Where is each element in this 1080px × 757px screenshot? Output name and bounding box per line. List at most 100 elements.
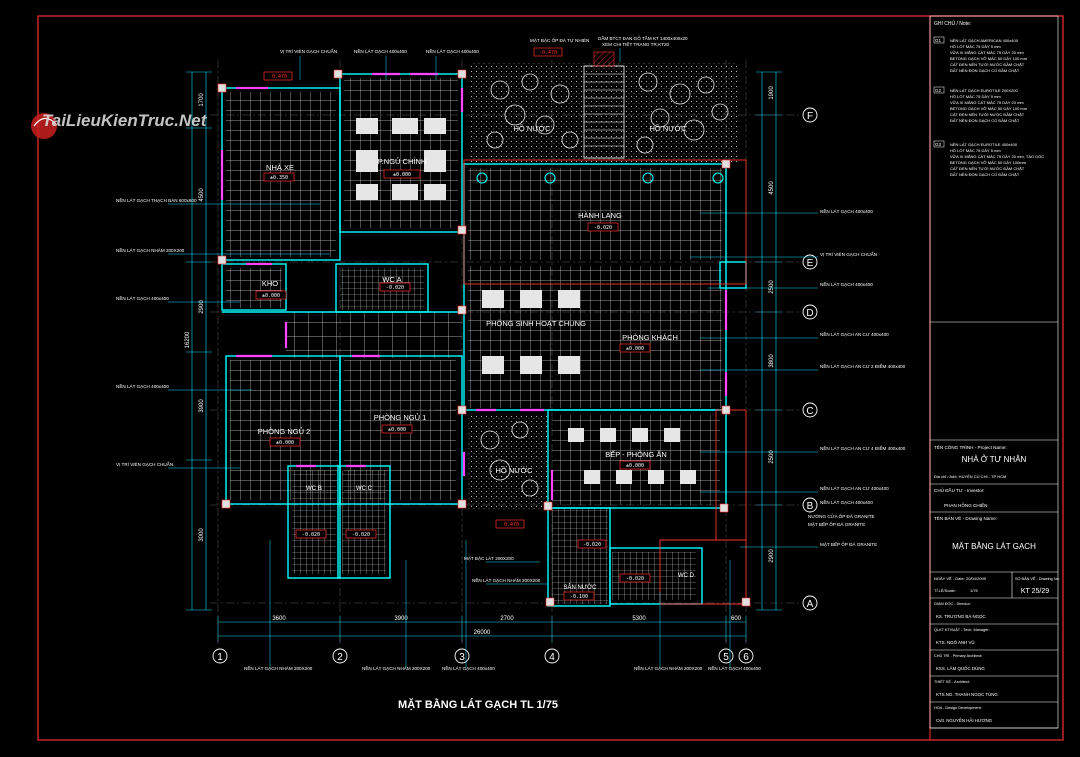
room-hanh-lang [468,168,722,260]
label-san-nuoc: SÂN NƯỚC [564,584,598,591]
level-ngu-1: ±0.000 [388,427,406,433]
dim-left-5: 3000 [199,528,205,542]
dim-right-3: 2500 [769,280,775,294]
dim-right-5: 2500 [769,450,775,464]
note-top-3: NỀN LÁT GẠCH 400x400 [426,48,479,54]
svg-text:NỀN LÁT GẠCH EUROTILE 400x400: NỀN LÁT GẠCH EUROTILE 400x400 [950,142,1018,147]
axis-label-6: 6 [743,652,749,663]
svg-text:ĐẤT NỀN ĐỌN GẠCH CỐ ĐẦM CHẶT: ĐẤT NỀN ĐỌN GẠCH CỐ ĐẦM CHẶT [950,118,1020,123]
level-outside-top2: -0.470 [539,50,557,56]
sheet-number: KT 25/29 [1021,588,1049,595]
label-kho: KHO [262,279,278,288]
note-bottom-3: NỀN LÁT GẠCH 400x400 [442,665,495,671]
dim-bottom-4: 5300 [632,616,646,622]
doors [220,72,728,500]
dim-left-total: 16200 [185,331,191,348]
dim-right-6: 2900 [769,549,775,563]
dims-right [756,71,782,611]
level-outside-top: -0.470 [269,74,287,80]
note-left-4: NỀN LÁT GẠCH 400x400 [116,383,169,389]
note-mid-1: MẶT BẬC LÁT 200X200 [464,555,514,561]
project-label: TÊN CÔNG TRÌNH - Project Name: [934,443,1007,450]
note-mid-2: NỀN LÁT GẠCH NHÁM 200X200 [472,577,541,583]
axis-label-a: A [807,599,814,610]
level-hall-sub: -0.020 [583,542,601,548]
dim-left-1: 1700 [199,93,205,107]
dim-bottom-5: 600 [731,616,742,622]
svg-text:CÁT ĐEN NÉN TƯỚI NƯỚC ĐẦM CHẶT: CÁT ĐEN NÉN TƯỚI NƯỚC ĐẦM CHẶT [950,166,1025,171]
level-bep: ±0.000 [626,463,644,469]
svg-text:G3: G3 [935,142,942,147]
svg-text:G1: G1 [935,38,942,43]
note-right-2: VỊ TRÍ VIÊN GẠCH CHUẨN [820,250,877,257]
person-name-2: KTS. NGÔ ANH VŨ [936,640,975,645]
dims-bottom [217,616,747,642]
note-top-6: XEM CHI TIẾT TRANG TR.KT20 [602,41,669,47]
legend-header: GHI CHÚ / Note: [934,20,971,27]
garden-top [470,62,738,162]
svg-text:CÁT ĐEN NÉN TƯỚI NƯỚC ĐẦM CHẶT: CÁT ĐEN NÉN TƯỚI NƯỚC ĐẦM CHẶT [950,112,1025,117]
room-sinh-hoat [468,266,722,408]
person-name-4: KTS.NG. THANH NGỌC TÙNG [936,692,998,697]
label-phong-khach: PHÒNG KHÁCH [622,333,678,342]
dim-bottom-1: 3600 [272,616,286,622]
level-ngu-2: ±0.000 [276,440,294,446]
person-name-3: KSS. LÂM QUỐC DŨNG [936,666,985,671]
dim-bottom-total: 26000 [474,630,491,636]
person-role-2: QLKT KTHUẬT - Tech. Manager: [934,627,990,632]
dim-bottom-3: 2700 [500,616,514,622]
svg-text:BETONG GẠCH VỠ MÁC 50 DÀY 100m: BETONG GẠCH VỠ MÁC 50 DÀY 100mm [950,160,1027,165]
dim-right-2: 4500 [769,181,775,195]
note-left-1: NỀN LÁT GẠCH THẠCH BÀN 600x600 [116,197,197,203]
legend-item-g3: G3 NỀN LÁT GẠCH EUROTILE 400x400 HỒ LÓT … [933,140,1044,177]
note-mid-3: NƯỚNG CỬA ỐP ĐÁ GRANITE [808,513,875,519]
label-wc-b: WC B [306,486,322,492]
owner-name: PHAN HỒNG CHIẾN [944,502,987,508]
person-name-1: KS. TRƯƠNG BÁ NGỌC [936,614,986,619]
level-wc-a: -0.020 [386,285,404,291]
person-role-4: THIẾT KẾ - Architect: [934,679,970,684]
scale-label: TỈ LỆ/Scale: [934,588,956,593]
note-right-4: NỀN LÁT GẠCH AN CƯ 400x400 [820,331,889,337]
room-san-nuoc [552,508,608,604]
label-ho-nuoc-mid: HỒ NƯỚC [495,465,533,475]
note-right-1: NỀN LÁT GẠCH 400x400 [820,208,873,214]
level-outside-mid: -0.470 [501,522,519,528]
title-block: GHI CHÚ / Note: G1 NỀN LÁT GẠCH AMERICAN… [929,15,1060,729]
note-left-3: NỀN LÁT GẠCH 400x400 [116,295,169,301]
axis-label-3: 3 [459,652,465,663]
person-role-1: GIÁM ĐỐC - Director: [934,601,971,606]
axis-label-5: 5 [723,652,729,663]
svg-text:BETONG GẠCH VỠ MÁC 50 DÀY 100: BETONG GẠCH VỠ MÁC 50 DÀY 100 mm [950,56,1028,61]
note-top-5: DẦM BTCT ĐAN GỖ TẦM KT 1400x400x20 [598,35,688,41]
level-phong-khach: ±0.000 [626,346,644,352]
note-top-2: NỀN LÁT GẠCH 400x400 [354,48,407,54]
axis-label-4: 4 [549,652,555,663]
svg-text:HỒ LÓT MÁC 75 DÀY 5 mm: HỒ LÓT MÁC 75 DÀY 5 mm [950,148,1001,153]
dim-left-4: 3900 [199,399,205,413]
level-wc-b: -0.020 [302,532,320,538]
svg-text:NỀN LÁT GẠCH EUROTILE 200X200: NỀN LÁT GẠCH EUROTILE 200X200 [950,88,1019,93]
note-bottom-4: NỀN LÁT GẠCH NHÁM 200X200 [634,665,703,671]
note-top-1: VỊ TRÍ VIÊN GẠCH CHUẨN [280,47,337,54]
label-wc-d: WC D [678,573,695,579]
drawing-name: MẶT BẰNG LÁT GẠCH [952,542,1036,551]
note-right-5: NỀN LÁT GẠCH AN CƯ 2 ĐIỂM 400x400 [820,363,906,369]
owner-label: CHỦ ĐẦU TƯ - Investor: [934,487,985,493]
level-hanh-lang: -0.020 [594,225,612,231]
note-bottom-2: NỀN LÁT GẠCH NHÁM 200X200 [362,665,431,671]
project-address: Địa chỉ / Add: HUYỆN CỦ CHI - TP HCM [934,474,1006,479]
dim-left-3: 2900 [199,300,205,314]
dim-right-4: 3800 [769,354,775,368]
legend-item-g1: G1 NỀN LÁT GẠCH AMERICAN 400x400 HỒ LÓT … [933,36,1028,73]
person-role-3: CHỦ TRÌ - Primary Architect: [934,653,982,658]
person-name-5: Cvtt. NGUYỄN HẢI HƯƠNG [936,718,993,723]
dim-right-1: 1900 [769,86,775,100]
room-kho [226,268,282,308]
project-name: NHÀ Ở TƯ NHÂN [962,455,1027,464]
label-hanh-lang: HÀNH LANG [578,211,622,220]
date-label: NGÀY VẼ - Date: [934,576,965,581]
svg-text:NỀN LÁT GẠCH AMERICAN 400x400: NỀN LÁT GẠCH AMERICAN 400x400 [950,38,1019,43]
svg-text:TaiLieuKienTruc.Net: TaiLieuKienTruc.Net [42,111,208,130]
